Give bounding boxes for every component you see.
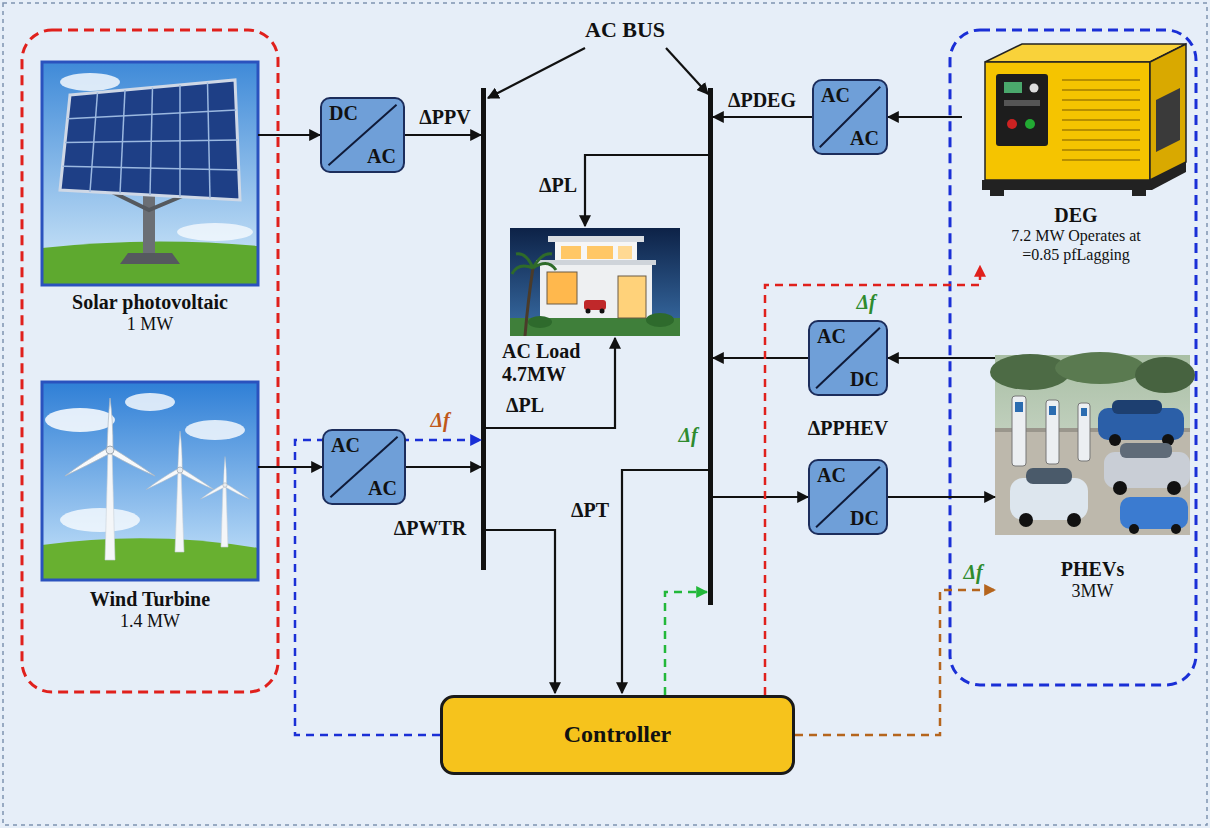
wind-turbine-node: Wind Turbine1.4 MW bbox=[42, 382, 258, 634]
power-deviation-label: ΔPL bbox=[539, 174, 577, 197]
power-deviation-label: ΔPPV bbox=[419, 106, 470, 129]
rating-text: 7.2 MW Operates at =0.85 pfLagging bbox=[994, 227, 1159, 264]
bus-label: AC BUS bbox=[585, 17, 665, 42]
power-flow-connector bbox=[258, 134, 320, 136]
node-heading: PHEVs bbox=[1061, 558, 1124, 581]
converter-side-label: AC bbox=[850, 127, 879, 150]
converter-box: ACDC bbox=[808, 320, 888, 396]
phev-node: PHEVs3MW bbox=[995, 352, 1190, 604]
converter-side-label: AC bbox=[817, 325, 846, 348]
rating-text: 4.7MW bbox=[502, 363, 566, 386]
power-deviation-label: ΔPPHEV bbox=[808, 417, 888, 440]
pv-array-node: Solar photovoltaic1 MW bbox=[42, 62, 258, 337]
power-deviation-label: ΔPL bbox=[506, 394, 544, 417]
charging-posts bbox=[1012, 396, 1090, 466]
converter-side-label: DC bbox=[329, 102, 358, 125]
control-signal-connector bbox=[795, 590, 995, 735]
converter-side-label: AC bbox=[821, 84, 850, 107]
diesel-generator-picture bbox=[982, 44, 1186, 196]
power-deviation-label: ΔPT bbox=[571, 499, 609, 522]
node-heading: AC Load bbox=[502, 340, 580, 363]
renewable-group-outline bbox=[22, 30, 278, 692]
control-signal-connector bbox=[765, 266, 980, 695]
converter-side-label: DC bbox=[850, 368, 879, 391]
power-flow-connector bbox=[888, 357, 995, 359]
controller-title: Controller bbox=[564, 721, 672, 749]
left-ac-bus bbox=[481, 88, 486, 570]
power-flow-connector bbox=[888, 116, 962, 118]
outer-frame bbox=[3, 3, 1207, 825]
frequency-signal-label: Δf bbox=[678, 424, 697, 447]
node-heading: Solar photovoltaic bbox=[72, 291, 228, 314]
power-flow-connector bbox=[258, 466, 322, 468]
node-heading: Wind Turbine bbox=[90, 588, 210, 611]
converter-side-label: AC bbox=[817, 464, 846, 487]
controller-box: Controller bbox=[440, 695, 795, 775]
power-flow-connector bbox=[888, 496, 995, 498]
power-deviation-label: ΔPWTR bbox=[394, 517, 467, 540]
converter-side-label: AC bbox=[367, 145, 396, 168]
frequency-signal-label: Δf bbox=[430, 409, 449, 432]
converter-box: ACDC bbox=[808, 459, 888, 535]
house-picture bbox=[510, 228, 680, 336]
power-deviation-label: ΔPDEG bbox=[728, 89, 796, 112]
right-ac-bus bbox=[708, 88, 713, 605]
solar-panel-picture bbox=[42, 62, 258, 285]
rating-text: 3MW bbox=[1072, 581, 1114, 602]
converter-box: AC AC bbox=[322, 429, 406, 505]
converter-side-label: DC bbox=[850, 507, 879, 530]
converter-box: ACAC bbox=[812, 79, 888, 155]
rating-text: 1.4 MW bbox=[120, 611, 180, 632]
ac-load-node: AC Load4.7MW bbox=[496, 228, 690, 388]
power-flow-arrows bbox=[405, 48, 812, 693]
ev-charging-picture bbox=[990, 352, 1195, 535]
diesel-generator-node: DEG7.2 MW Operates at =0.85 pfLagging bbox=[962, 36, 1190, 266]
parked-cars bbox=[1010, 400, 1190, 534]
rating-text: 1 MW bbox=[127, 314, 174, 335]
converter-side-label: AC bbox=[331, 434, 360, 457]
frequency-signal-label: Δf bbox=[856, 291, 875, 314]
node-heading: DEG bbox=[1054, 204, 1097, 227]
converter-box: DC AC bbox=[320, 97, 405, 173]
converter-side-label: AC bbox=[368, 477, 397, 500]
frequency-signal-label: Δf bbox=[963, 561, 982, 584]
wind-turbine-picture bbox=[42, 382, 258, 580]
control-signal-line bbox=[665, 592, 707, 695]
